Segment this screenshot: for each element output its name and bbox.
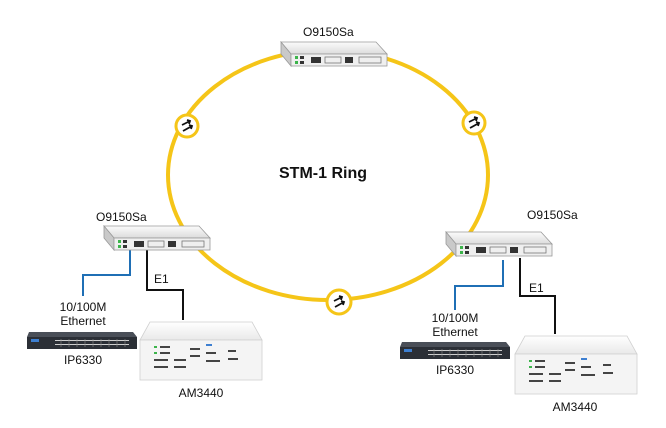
right-mux-device[interactable] — [445, 230, 553, 258]
diagram-title: STM-1 Ring — [279, 165, 367, 182]
right-pbx-label: AM3440 — [552, 400, 598, 414]
left-switch-label: IP6330 — [63, 353, 103, 367]
right-e1-link — [519, 258, 556, 334]
right-ethernet-link — [454, 260, 504, 310]
right-ethernet-label-line1: 10/100M — [431, 311, 479, 325]
left-mux-label: O9150Sa — [96, 210, 147, 224]
left-pbx-label: AM3440 — [178, 386, 224, 400]
top-mux-device[interactable] — [280, 40, 388, 68]
right-switch-device[interactable] — [400, 342, 510, 359]
left-ethernet-label-line2: Ethernet — [60, 314, 106, 328]
left-e1-label: E1 — [154, 272, 169, 286]
top-mux-label: O9150Sa — [303, 25, 354, 39]
right-switch-label: IP6330 — [435, 363, 475, 377]
left-ethernet-label-line1: 10/100M — [59, 300, 107, 314]
left-ethernet-link — [82, 248, 131, 296]
fiber-arrows-icon — [461, 110, 487, 136]
right-pbx-device[interactable] — [514, 335, 638, 395]
left-mux-device[interactable] — [103, 224, 211, 252]
fiber-arrows-icon — [325, 288, 353, 316]
right-mux-label: O9150Sa — [527, 208, 578, 222]
right-e1-label: E1 — [529, 281, 544, 295]
fiber-arrows-icon — [174, 113, 200, 139]
right-ethernet-label-line2: Ethernet — [432, 325, 478, 339]
left-pbx-device[interactable] — [139, 321, 263, 381]
left-switch-device[interactable] — [27, 332, 137, 349]
left-e1-link — [146, 250, 184, 320]
